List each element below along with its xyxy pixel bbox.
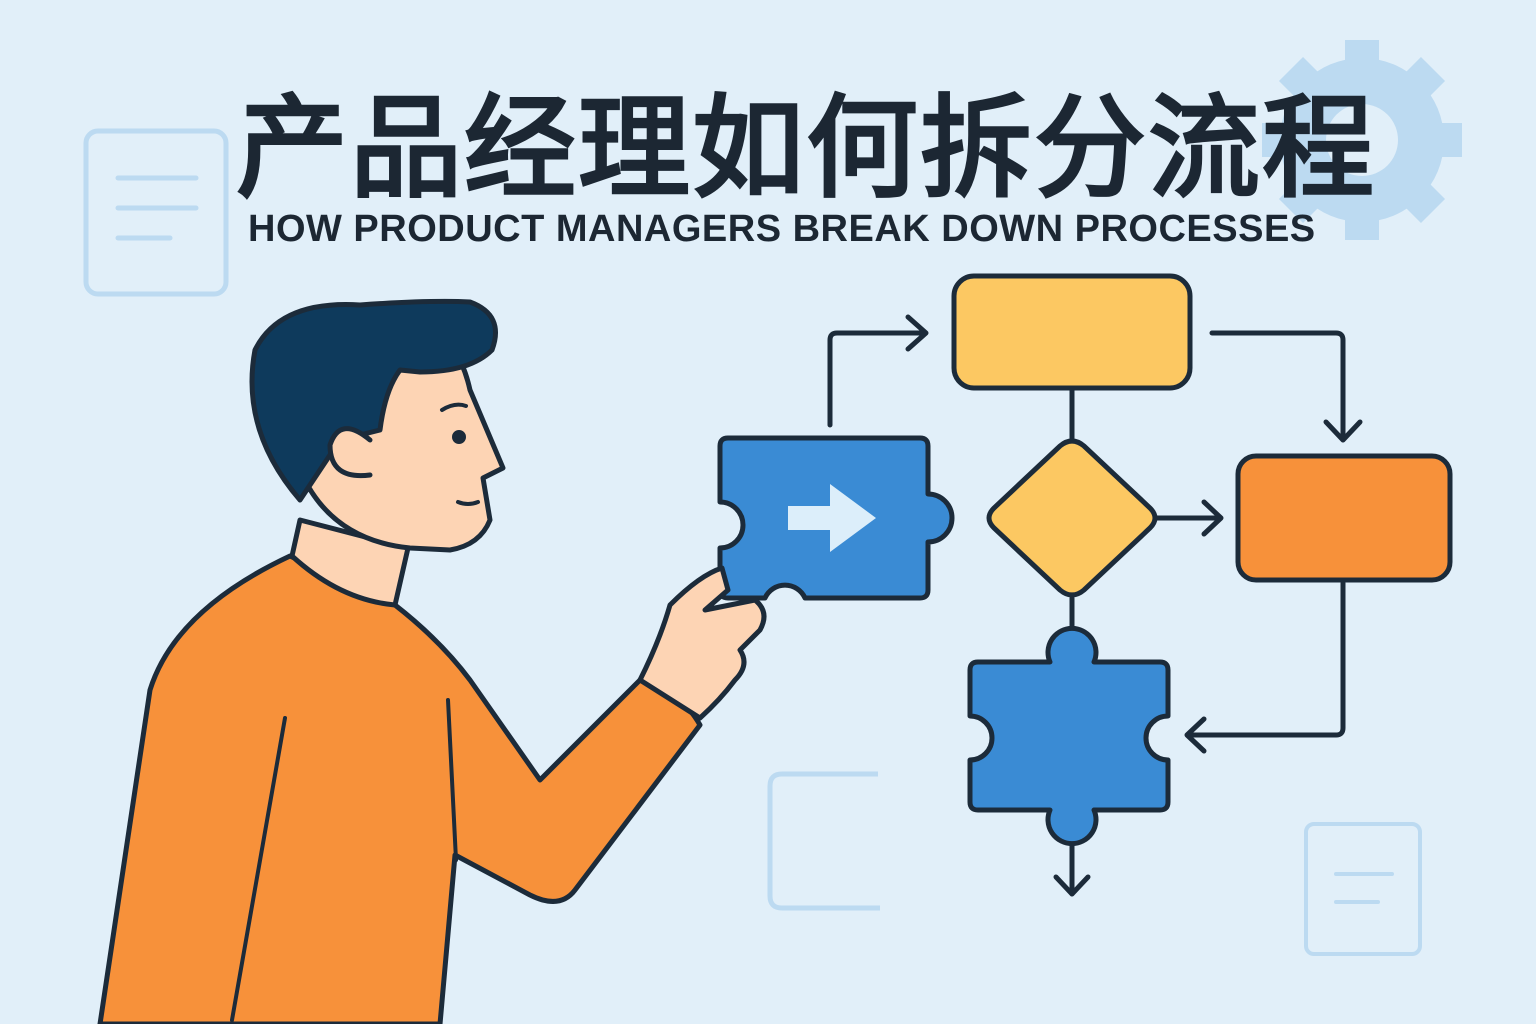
person-hair	[249, 298, 498, 503]
person-hand	[637, 565, 767, 721]
decision-diamond	[986, 438, 1158, 598]
shirt-fold-left	[230, 716, 287, 1022]
bracket-decor-icon	[767, 771, 880, 911]
arrow-right-icon	[788, 484, 876, 552]
shirt-fold-right	[446, 698, 458, 862]
process-box-yellow	[951, 273, 1193, 391]
arrow-loop-back	[1184, 580, 1346, 754]
document-decor-icon	[83, 128, 229, 297]
arrow-to-start	[827, 314, 929, 428]
arrow-decision-orange	[1154, 499, 1224, 537]
process-box-orange	[1235, 453, 1453, 583]
page-title: 产品经理如何拆分流程	[236, 84, 1376, 214]
person	[97, 298, 767, 1024]
eye	[452, 430, 466, 444]
smile	[456, 500, 480, 506]
person-ear	[327, 426, 373, 479]
eyebrow	[440, 402, 468, 412]
page-subtitle: HOW PRODUCT MANAGERS BREAK DOWN PROCESSE…	[248, 208, 1316, 250]
gear-decor-icon	[1262, 40, 1462, 240]
arrow-down-end	[1053, 837, 1091, 897]
arrow-to-orange	[1209, 330, 1363, 443]
person-face	[230, 402, 480, 1022]
puzzle-piece-bottom	[967, 625, 1171, 847]
person-body	[97, 553, 703, 1024]
document-decor-icon-small	[1304, 822, 1422, 956]
